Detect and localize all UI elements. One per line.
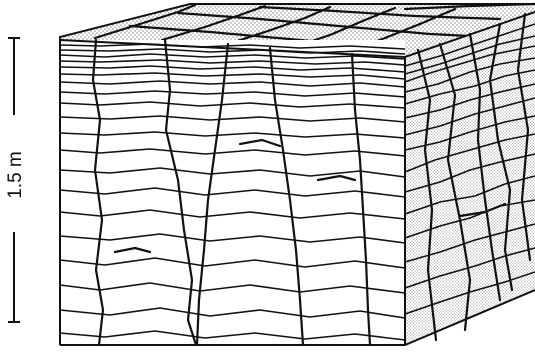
scale-bar: 1.5 m: [5, 38, 26, 322]
block-side-face: [405, 12, 535, 345]
scale-bar-label: 1.5 m: [5, 151, 26, 199]
block-front-face: [60, 40, 405, 345]
